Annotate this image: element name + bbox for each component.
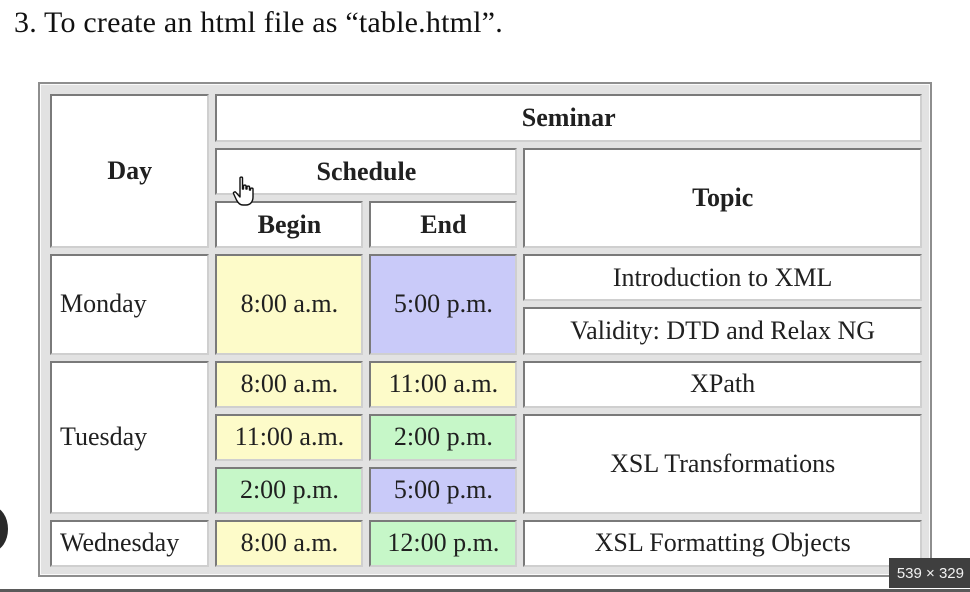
- header-begin: Begin: [215, 201, 364, 249]
- cell-monday-topic-1: Introduction to XML: [523, 254, 922, 302]
- cell-wednesday-topic: XSL Formatting Objects: [523, 519, 922, 567]
- hand-pointer-icon: [232, 176, 254, 206]
- cell-tuesday-begin-3: 2:00 p.m.: [215, 466, 364, 514]
- cell-tuesday-begin-2: 11:00 a.m.: [215, 413, 364, 461]
- cell-monday-begin: 8:00 a.m.: [215, 254, 364, 355]
- cell-monday-end: 5:00 p.m.: [369, 254, 518, 355]
- cell-tuesday-topic-1: XPath: [523, 360, 922, 408]
- bottom-divider: [0, 589, 970, 592]
- cell-wednesday-begin: 8:00 a.m.: [215, 519, 364, 567]
- header-day: Day: [50, 94, 210, 249]
- edge-shape: [0, 507, 8, 551]
- cell-tuesday-end-3: 5:00 p.m.: [369, 466, 518, 514]
- header-end: End: [369, 201, 518, 249]
- image-size-badge: 539 × 329: [888, 558, 970, 588]
- cell-monday-topic-2: Validity: DTD and Relax NG: [523, 307, 922, 355]
- cell-tuesday-end-1: 11:00 a.m.: [369, 360, 518, 408]
- header-topic: Topic: [523, 148, 922, 249]
- cell-day-wednesday: Wednesday: [50, 519, 210, 567]
- seminar-table: Day Seminar Schedule Topic Begin End Mon…: [44, 88, 928, 573]
- cell-tuesday-end-2: 2:00 p.m.: [369, 413, 518, 461]
- header-seminar: Seminar: [215, 94, 922, 143]
- seminar-table-frame: Day Seminar Schedule Topic Begin End Mon…: [38, 82, 932, 577]
- cell-tuesday-begin-1: 8:00 a.m.: [215, 360, 364, 408]
- cell-wednesday-end: 12:00 p.m.: [369, 519, 518, 567]
- page-heading: 3. To create an html file as “table.html…: [14, 6, 503, 39]
- header-schedule: Schedule: [215, 148, 518, 196]
- cell-day-monday: Monday: [50, 254, 210, 355]
- cell-tuesday-topic-2: XSL Transformations: [523, 413, 922, 514]
- cell-day-tuesday: Tuesday: [50, 360, 210, 514]
